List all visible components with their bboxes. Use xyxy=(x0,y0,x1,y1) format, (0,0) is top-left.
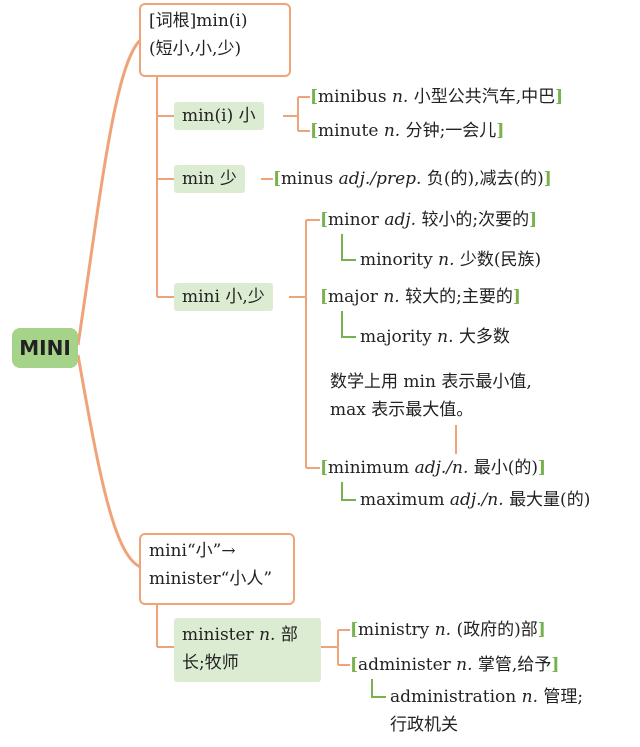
root-node: MINI xyxy=(12,328,78,368)
entry-minibus-word: minibus xyxy=(318,87,387,107)
entry-ministry-word: ministry xyxy=(358,620,430,640)
entry-minor-pos: adj. xyxy=(384,210,417,230)
entry-administration-word: administration xyxy=(390,687,517,707)
entry-minus: [minus adj./prep. 负(的),减去(的)] xyxy=(273,169,552,189)
entry-minor-word: minor xyxy=(328,210,379,230)
subnode-min-few-label: min 少 xyxy=(182,169,237,189)
entry-ministry-pos: n. xyxy=(434,620,452,640)
entry-minute-pos: n. xyxy=(383,121,401,141)
entry-administer-pos: n. xyxy=(456,655,473,675)
entry-minimum-word: minimum xyxy=(328,458,410,478)
entry-administration-meaning: 管理; xyxy=(543,687,584,707)
entry-minority-word: minority xyxy=(360,250,433,270)
entry-minute-meaning: 分钟;一会儿 xyxy=(405,121,497,141)
subnode-mini-small: min(i) 小 xyxy=(174,102,264,130)
entry-major-word: major xyxy=(328,287,378,307)
root-word-form: min(i) xyxy=(196,11,248,31)
entry-minus-word: minus xyxy=(281,169,334,189)
subnode-min-few: min 少 xyxy=(174,165,245,193)
entry-minor-meaning: 较小的;次要的 xyxy=(421,210,530,230)
minister-origin-line1: mini“小”→ xyxy=(149,541,236,561)
entry-minute: [minute n. 分钟;一会儿] xyxy=(310,121,505,141)
entry-majority: majority n. 大多数 xyxy=(360,323,510,351)
entry-administration: administration n. 管理; 行政机关 xyxy=(390,683,583,739)
entry-minute-word: minute xyxy=(318,121,379,141)
minister-origin-line2: minister“小人” xyxy=(149,569,273,589)
connector-root-top xyxy=(76,36,144,346)
minister-origin-node: mini“小”→ minister“小人” xyxy=(139,533,295,605)
entry-minus-meaning: 负(的),减去(的) xyxy=(426,169,544,189)
entry-minimum-meaning: 最小(的) xyxy=(473,458,539,478)
subnode-minister-meaning-b: 长;牧师 xyxy=(182,653,239,673)
root-word-node: [词根]min(i) (短小,小,少) xyxy=(139,3,291,77)
entry-minus-pos: adj./prep. xyxy=(338,169,422,189)
entry-administration-pos: n. xyxy=(521,687,538,707)
root-word-tag: [词根] xyxy=(149,11,197,31)
hook-minority xyxy=(341,234,356,261)
subnode-minister-pos: n. xyxy=(259,625,276,645)
entry-minibus-meaning: 小型公共汽车,中巴 xyxy=(413,87,556,107)
subnode-mini-small-few: mini 小,少 xyxy=(174,283,273,311)
entry-major-pos: n. xyxy=(383,287,400,307)
hook-administration xyxy=(371,679,386,698)
root-label: MINI xyxy=(19,336,71,360)
entry-minimum: [minimum adj./n. 最小(的)] xyxy=(320,458,547,478)
entry-administration-meaning2: 行政机关 xyxy=(390,715,458,735)
entry-minibus: [minibus n. 小型公共汽车,中巴] xyxy=(310,87,564,107)
subnode-minister: minister n. 部 长;牧师 xyxy=(174,618,321,682)
entry-minor: [minor adj. 较小的;次要的] xyxy=(320,210,538,230)
entry-administer: [administer n. 掌管,给予] xyxy=(350,655,560,675)
entry-maximum-pos: adj./n. xyxy=(449,490,504,510)
root-word-line1: [词根]min(i) xyxy=(149,7,281,35)
subnode-mini-small-few-label: mini 小,少 xyxy=(182,287,265,307)
entry-minibus-pos: n. xyxy=(391,87,409,107)
subnode-minister-line1: minister n. 部 xyxy=(182,621,313,649)
entry-ministry: [ministry n. (政府的)部] xyxy=(350,620,546,640)
entry-major: [major n. 较大的;主要的] xyxy=(320,287,521,307)
entry-majority-meaning: 大多数 xyxy=(458,327,510,347)
note-min-max: 数学上用 min 表示最小值, max 表示最大值。 xyxy=(330,368,532,424)
subnode-mini-small-label: min(i) 小 xyxy=(182,106,256,126)
entry-minority-pos: n. xyxy=(438,250,455,270)
entry-minority-meaning: 少数(民族) xyxy=(459,250,542,270)
hook-maximum xyxy=(341,482,356,501)
hook-majority xyxy=(341,311,356,338)
entry-majority-word: majority xyxy=(360,327,432,347)
entry-major-meaning: 较大的;主要的 xyxy=(405,287,513,307)
connector-root-bottom xyxy=(76,354,144,570)
entry-administration-line1: administration n. 管理; xyxy=(390,683,583,711)
note-line-1: 数学上用 min 表示最小值, xyxy=(330,372,532,392)
entry-majority-pos: n. xyxy=(437,327,454,347)
entry-ministry-meaning: (政府的)部 xyxy=(456,620,538,640)
entry-minority: minority n. 少数(民族) xyxy=(360,246,541,274)
entry-administer-word: administer xyxy=(358,655,451,675)
entry-maximum-word: maximum xyxy=(360,490,445,510)
note-line-2: max 表示最大值。 xyxy=(330,400,474,420)
entry-maximum: maximum adj./n. 最大量(的) xyxy=(360,486,590,514)
entry-minimum-pos: adj./n. xyxy=(414,458,469,478)
entry-maximum-meaning: 最大量(的) xyxy=(509,490,591,510)
subnode-minister-meaning-a: 部 xyxy=(280,625,298,645)
root-word-line2: (短小,小,少) xyxy=(149,39,242,59)
entry-administer-meaning: 掌管,给予 xyxy=(477,655,552,675)
subnode-minister-word: minister xyxy=(182,625,254,645)
